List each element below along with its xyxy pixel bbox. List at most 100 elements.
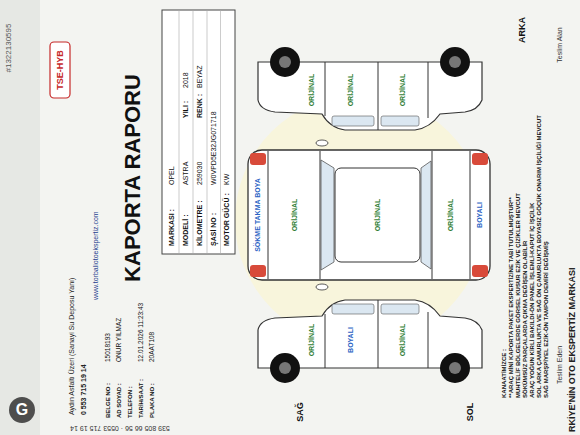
car-side-view [381,116,419,126]
car-body-top-view [472,153,488,165]
field-value: 259030 [196,162,204,185]
field-value: W0VPD5E32JG071718 [210,111,218,185]
vehicle-info-box [162,10,235,254]
car-body-top-view [248,150,490,280]
watermark-letter: G [16,401,28,419]
panel-status: BOYALI [476,202,484,228]
field-value: ONUR YILMAZ [115,318,122,362]
car-body-top-view [432,151,433,279]
car-side-view [428,312,429,368]
panel-status: SÖKME TAKMA BOYA [254,178,262,252]
side-label: ARKA [517,17,527,43]
signature-label: Teslim Alan [556,27,564,62]
panel-status: ORİJİNAL [374,199,382,232]
field-value: 12.01.2026 11:23:43 [137,303,144,362]
vehicle-info-box [162,10,235,254]
car-side-view [332,116,374,126]
panel-status: ORİJİNAL [399,324,407,357]
panel-status: ORİJİNAL [347,74,355,107]
car-side-view [332,304,374,314]
car-side-view [449,56,461,68]
car-side-view [449,362,461,374]
car-side-view [440,47,470,77]
car-body-top-view [320,151,321,279]
car-side-view [378,62,379,130]
car-body-top-view [250,153,266,165]
address-line: Aydın Asfaltı Üzeri (Sanayi Su Deposu Ya… [68,278,76,415]
field-label: ŞASİ NO : [210,213,218,246]
listing-number: #1322130595 [4,24,13,73]
panel-status: ORİJİNAL [308,324,316,357]
field-label: TARİH/SAAT : [138,379,145,418]
car-side-view [270,47,300,77]
tse-logo [50,42,70,98]
opinion-line: SÖKÜMSÜZ PARÇALARDA ÇIKMA DEĞİŞEN OLABİL… [522,241,529,398]
brand-slogan: RKİYE'NİN OTO EKSPERTİZ MARKASI [567,268,577,433]
panel-status: ORİJİNAL [399,74,407,107]
field-value: 15018193 [104,333,111,362]
opinion-line: MUHTELİF BÖLGELERDE GÖRSEL KUSUR EZİK VE… [515,193,522,398]
signature-label: Teslim Eden [556,346,564,384]
car-body-top-view [250,265,266,277]
car-side-view [279,362,291,374]
opinion-line: ARAÇ YOĞUN KİRLİ BAKILDI-ÖN PANEL İŞLEML… [529,203,536,398]
panel-status: ORİJİNAL [308,74,316,107]
field-label: AD SOYAD : [116,383,123,418]
vehicle-info-box [220,10,221,254]
car-body-top-view [248,140,490,290]
field-value: KW [223,174,231,185]
car-side-view [428,62,429,118]
opinion-heading: KANAATİMİZCE : [501,349,508,398]
car-side-view [325,62,326,116]
vehicle-info-box [207,10,208,254]
field-label: MODELİ : [182,215,190,247]
car-body-top-view [321,160,334,270]
panel-status: ORİJİNAL [447,199,455,232]
vehicle-info-box [193,10,194,254]
phone-number: 0 553 715 19 14 [80,364,88,415]
website-url: www.torbaliotoekspertiz.com [92,211,100,300]
car-body-top-view [472,265,488,277]
field-label: YILI : [182,101,190,118]
opinion-line: SOL ARKA ÇAMURLUKTA VE SAĞ ÖN ÇAMURLUKTA… [536,115,543,398]
field-value: BEYAZ [196,66,204,88]
field-value: OPEL [168,166,176,185]
panel-status: BOYALI [347,327,355,353]
car-side-view [258,47,482,130]
field-label: RENK : [196,94,204,118]
field-label: KİLOMETRE : [196,201,204,247]
field-label: MOTOR GÜCÜ : [223,193,231,246]
panel-status: ORİJİNAL [291,199,299,232]
car-side-view [279,56,291,68]
car-side-view [440,353,470,383]
watermark-logo [9,397,35,423]
tse-logo [50,42,70,98]
field-value: 2018 [182,72,190,88]
opinion-line: SAĞ MARŞPİYEL EZİK-ÖN TAMPON DEMİRİ DEĞİ… [543,241,550,398]
car-body-top-view [316,140,328,146]
car-body-top-view [470,151,471,279]
car-body-top-view [335,168,420,262]
field-value: ASTRA [182,162,190,185]
paper-ground [0,0,40,435]
field-label: MARKASI : [168,209,176,246]
field-label: TELEFON : [127,386,134,418]
car-side-view [258,300,482,383]
watermark-logo [9,397,35,423]
vehicle-info-box [179,10,180,254]
field-label: BELGE NO : [105,383,112,418]
car-body-top-view [421,161,431,269]
car-side-view [381,304,419,314]
footer-phone: 539 805 66 56 · 0553 715 19 14 [70,424,170,432]
car-side-view [325,314,326,368]
field-label: PLAKA NO : [149,383,156,418]
opinion-line: **ARAÇ MİNİ KAPORTA PAKET EKSPERTİZİNE T… [508,197,515,398]
car-side-view [270,353,300,383]
logo-text: TSE-HYB [55,50,65,90]
car-side-view [378,300,379,368]
report-title: KAPORTA RAPORU [120,74,145,282]
side-label: SOL [465,403,475,422]
